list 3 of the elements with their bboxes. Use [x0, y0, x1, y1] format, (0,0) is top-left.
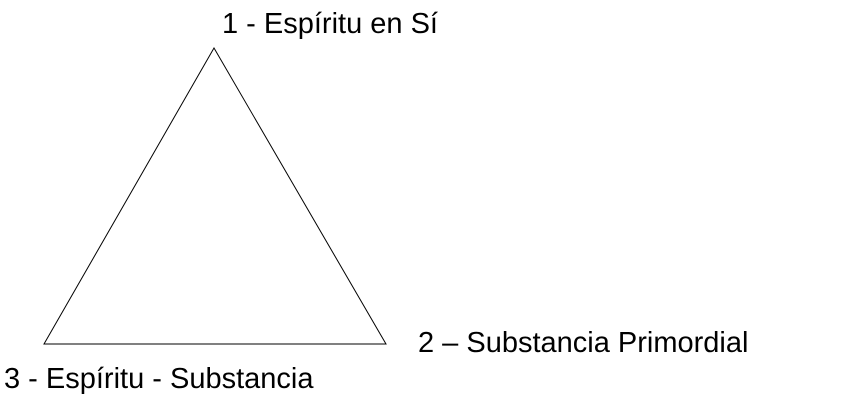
vertex-label: 1 - Espíritu en Sí: [222, 7, 438, 41]
vertex-label: 3 - Espíritu - Substancia: [4, 362, 314, 396]
vertex-label: 2 – Substancia Primordial: [418, 326, 748, 360]
